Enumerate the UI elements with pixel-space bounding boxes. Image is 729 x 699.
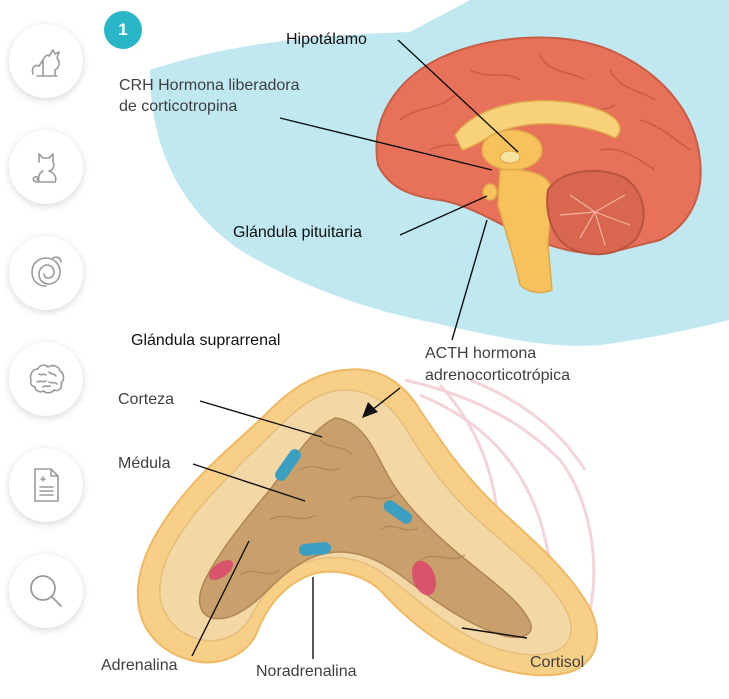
label-adrenal: Glándula suprarrenal bbox=[131, 331, 280, 351]
sidebar-ear-button[interactable] bbox=[9, 236, 83, 310]
sidebar-brain-button[interactable] bbox=[9, 342, 83, 416]
sidebar-document-button[interactable] bbox=[9, 448, 83, 522]
label-pituitary: Glándula pituitaria bbox=[233, 223, 362, 243]
label-cortisol: Cortisol bbox=[530, 653, 584, 673]
magnifier-icon bbox=[23, 568, 69, 614]
label-cortex: Corteza bbox=[118, 390, 174, 410]
ear-icon bbox=[23, 250, 69, 296]
label-adrenaline: Adrenalina bbox=[101, 656, 178, 676]
label-medulla: Médula bbox=[118, 454, 170, 474]
dog-icon bbox=[23, 38, 69, 84]
document-icon bbox=[23, 462, 69, 508]
label-crh-line1: CRH Hormona liberadora bbox=[119, 76, 300, 96]
label-hypothalamus: Hipotálamo bbox=[286, 30, 367, 50]
label-noradrenaline: Noradrenalina bbox=[256, 662, 357, 682]
thalamus bbox=[482, 130, 542, 170]
cat-icon bbox=[23, 144, 69, 190]
brain-icon bbox=[23, 356, 69, 402]
label-acth-line2: adrenocorticotrópica bbox=[425, 366, 570, 386]
step-badge: 1 bbox=[104, 11, 142, 49]
sidebar-magnifier-button[interactable] bbox=[9, 554, 83, 628]
sidebar-cat-button[interactable] bbox=[9, 130, 83, 204]
label-crh-line2: de corticotropina bbox=[119, 97, 237, 117]
label-acth-line1: ACTH hormona bbox=[425, 344, 536, 364]
hypothalamus bbox=[500, 151, 520, 163]
sidebar-dog-button[interactable] bbox=[9, 24, 83, 98]
